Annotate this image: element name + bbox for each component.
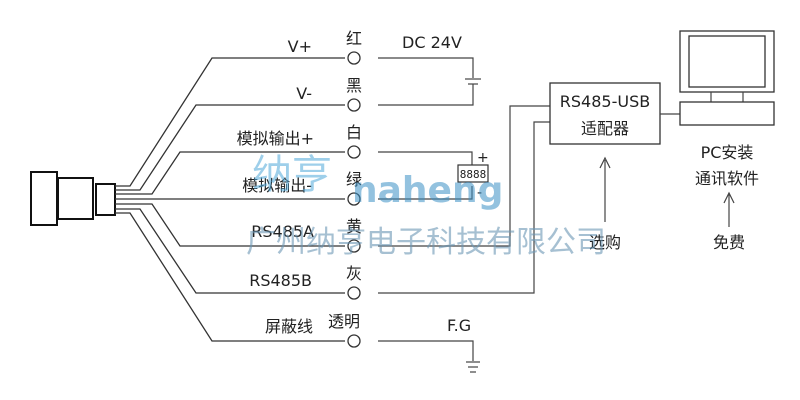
watermark-en-logo: naheng [352, 170, 503, 211]
meter-display: 8888 [460, 168, 487, 181]
terminals [347, 51, 361, 348]
signal-label: 模拟输出- [242, 176, 312, 195]
watermark-cn-logo: 纳亨 [252, 152, 332, 198]
wire-color-label: 红 [346, 29, 362, 48]
rs485a-line [378, 105, 550, 247]
terminal-green [347, 192, 361, 206]
adapter-type: 适配器 [581, 119, 629, 138]
signal-label: V- [296, 84, 312, 103]
signal-label: 屏蔽线 [265, 317, 313, 336]
watermark-company: 广州纳亨电子科技有限公司 [246, 225, 606, 260]
panel-meter-icon [457, 164, 489, 183]
meter-minus: - [477, 185, 482, 201]
wire-v-plus [115, 57, 345, 187]
pc-note: 免费 [713, 233, 745, 252]
terminal-yellow [347, 239, 361, 253]
adapter-note: 选购 [589, 233, 621, 252]
terminal-gray [347, 286, 361, 300]
computer-icon [679, 30, 775, 126]
terminal-red [347, 51, 361, 65]
wire-color-label: 透明 [328, 312, 360, 331]
cable-wires [115, 57, 345, 342]
signal-label: RS485B [249, 271, 312, 290]
signal-label: RS485A [251, 222, 314, 241]
meter-plus: + [477, 150, 489, 166]
terminal-white [347, 145, 361, 159]
wire-v-minus [115, 104, 345, 191]
rs485b-line [378, 121, 550, 294]
ground-label: F.G [447, 316, 471, 335]
terminal-black [347, 98, 361, 112]
adapter-name: RS485-USB [560, 92, 650, 111]
wire-color-label: 绿 [346, 170, 362, 189]
pc-software-line1: PC安装 [701, 143, 754, 162]
pc-software-line2: 通讯软件 [695, 169, 759, 188]
ground-icon [466, 361, 480, 373]
frame-ground: F.G [378, 316, 480, 373]
wire-analog-plus [115, 151, 345, 195]
signal-label: 模拟输出+ [237, 129, 314, 148]
signal-label: V+ [288, 37, 312, 56]
rs485-usb-adapter: RS485-USB 适配器 选购 [549, 82, 661, 252]
watermark: 纳亨 naheng 广州纳亨电子科技有限公司 [246, 152, 606, 260]
wire-rs485b [115, 208, 345, 294]
power-label: DC 24V [402, 33, 462, 52]
wire-color-label: 白 [346, 123, 362, 142]
sensor-connector-icon [30, 171, 116, 226]
wire-shield [115, 212, 345, 342]
power-supply: DC 24V [378, 33, 481, 106]
wire-color-label: 黄 [346, 217, 362, 236]
arrow-up-icon [723, 191, 735, 227]
wire-color-label: 灰 [346, 264, 362, 283]
panel-meter: 8888 + - [378, 150, 489, 201]
terminal-clear [347, 334, 361, 348]
wire-color-label: 黑 [346, 76, 362, 95]
wire-rs485a [115, 203, 345, 247]
